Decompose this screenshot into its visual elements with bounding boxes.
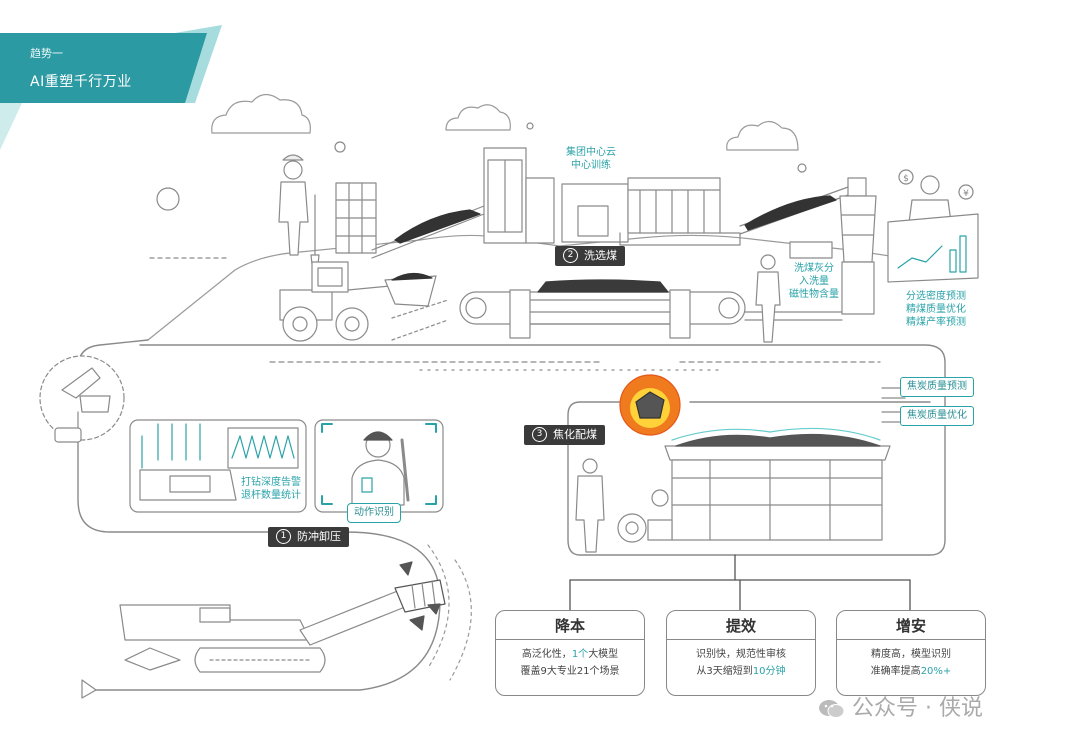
prediction-label: 分选密度预测 精煤质量优化 精煤产率预测 [906, 291, 966, 328]
step-number: 2 [563, 247, 578, 263]
wechat-icon [819, 700, 845, 718]
banner-shape [0, 33, 207, 103]
mine-tag: 1 防冲卸压 [268, 527, 349, 547]
card-body: 高泛化性，1个大模型 覆盖9大专业21个场景 [496, 646, 644, 680]
card-title: 提效 [725, 617, 756, 635]
card-line-1: 精度高，模型识别 [837, 646, 985, 663]
processing-tower [789, 177, 877, 315]
card-title: 降本 [554, 617, 585, 635]
highlight: 10分钟 [752, 666, 786, 677]
benefit-card-efficiency: 提效 识别快，规范性审核 从3天缩短到10分钟 [666, 610, 816, 696]
action-recognition-pill: 动作识别 [347, 503, 401, 523]
worker-figure [278, 154, 320, 265]
yen-icon: ¥ [958, 184, 974, 200]
conveyor-left [371, 205, 485, 259]
text: 识别快，规范性审核 [696, 649, 786, 660]
svg-text:¥: ¥ [963, 189, 969, 199]
roadheader-machine [119, 561, 446, 673]
highlight: 20%+ [920, 666, 952, 677]
benefit-card-cost: 降本 高泛化性，1个大模型 覆盖9大专业21个场景 [495, 610, 645, 696]
card-divider [496, 639, 644, 640]
watermark-text: 公众号 · 侠说 [852, 696, 983, 721]
text: 大模型 [588, 649, 619, 660]
wash-metrics-label: 洗煤灰分 入洗量 磁性物含量 [789, 263, 839, 300]
card-line-2: 从3天缩短到10分钟 [667, 663, 815, 680]
card-body: 精度高，模型识别 准确率提高20%+ [837, 646, 985, 680]
trend-banner: 趋势一 AI重塑千行万业 [0, 33, 207, 103]
card-line-1: 高泛化性，1个大模型 [496, 646, 644, 663]
washing-conveyor [459, 279, 843, 339]
coke-quality-predict-badge: 焦炭质量预测 [900, 377, 974, 397]
text: 高泛化性， [521, 649, 572, 660]
headframe-tower [335, 182, 377, 254]
wheel-loader [279, 261, 449, 342]
conveyor-right [739, 181, 863, 235]
text: 覆盖9大专业21个场景 [520, 666, 620, 677]
drill-metrics-label: 打钻深度告警 退杆数量统计 [241, 477, 301, 501]
step-number: 3 [532, 426, 547, 442]
text: 精度高，模型识别 [871, 649, 951, 660]
hill-outline [147, 234, 931, 341]
card-line-1: 识别快，规范性审核 [667, 646, 815, 663]
coking-tag: 3 焦化配煤 [524, 425, 605, 445]
coin-icon: $ [898, 169, 914, 185]
card-line-2: 准确率提高20%+ [837, 663, 985, 680]
manager-figure [887, 175, 979, 283]
coke-quality-optimize-badge: 焦炭质量优化 [900, 406, 974, 426]
step-number: 1 [276, 528, 291, 544]
text: 准确率提高 [870, 666, 921, 677]
watermark: 公众号 · 侠说 [818, 690, 983, 722]
card-divider [667, 639, 815, 640]
wash-worker [755, 254, 781, 343]
svg-text:$: $ [903, 174, 909, 184]
drilling-panel [129, 419, 307, 513]
step-label: 洗选煤 [584, 249, 617, 262]
banner-kicker: 趋势一 [30, 47, 63, 60]
card-line-2: 覆盖9大专业21个场景 [496, 663, 644, 680]
action-recognition-panel [314, 419, 444, 513]
flame-icon [619, 374, 681, 436]
banner-title: AI重塑千行万业 [30, 74, 132, 90]
step-label: 防冲卸压 [297, 530, 341, 543]
card-connectors [569, 554, 911, 611]
benefit-card-safety: 增安 精度高，模型识别 准确率提高20%+ [836, 610, 986, 696]
cloud-training-label: 集团中心云 中心训练 [566, 147, 616, 171]
card-divider [837, 639, 985, 640]
step-label: 焦化配煤 [553, 428, 597, 441]
cloud-icon [211, 93, 799, 151]
card-body: 识别快，规范性审核 从3天缩短到10分钟 [667, 646, 815, 680]
highlight: 1个 [571, 649, 589, 660]
coking-worker [575, 458, 605, 553]
card-title: 增安 [895, 617, 926, 635]
text: 从3天缩短到 [696, 666, 753, 677]
banner-accent [0, 103, 22, 150]
wash-coal-tag: 2 洗选煤 [555, 246, 625, 266]
sensor-camera [39, 355, 125, 443]
central-plant [483, 147, 741, 246]
